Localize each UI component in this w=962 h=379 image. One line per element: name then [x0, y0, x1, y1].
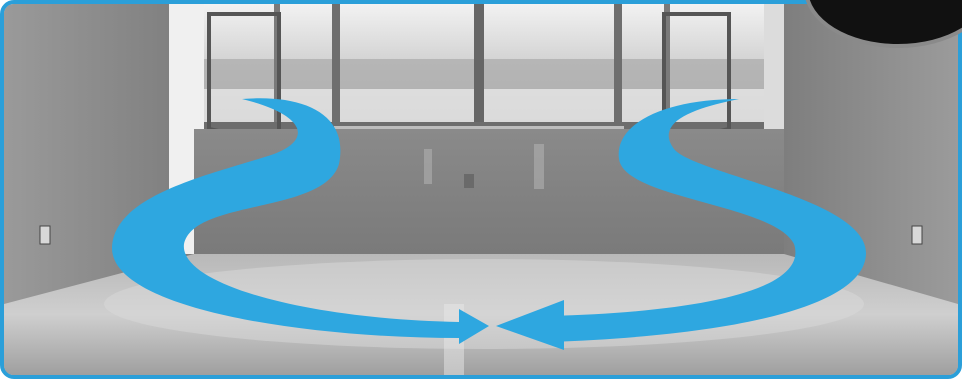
- wall-outlet-right: [912, 226, 922, 244]
- wall-outlet-left: [40, 226, 50, 244]
- bay-window: [204, 4, 764, 144]
- room-photo: [4, 4, 958, 375]
